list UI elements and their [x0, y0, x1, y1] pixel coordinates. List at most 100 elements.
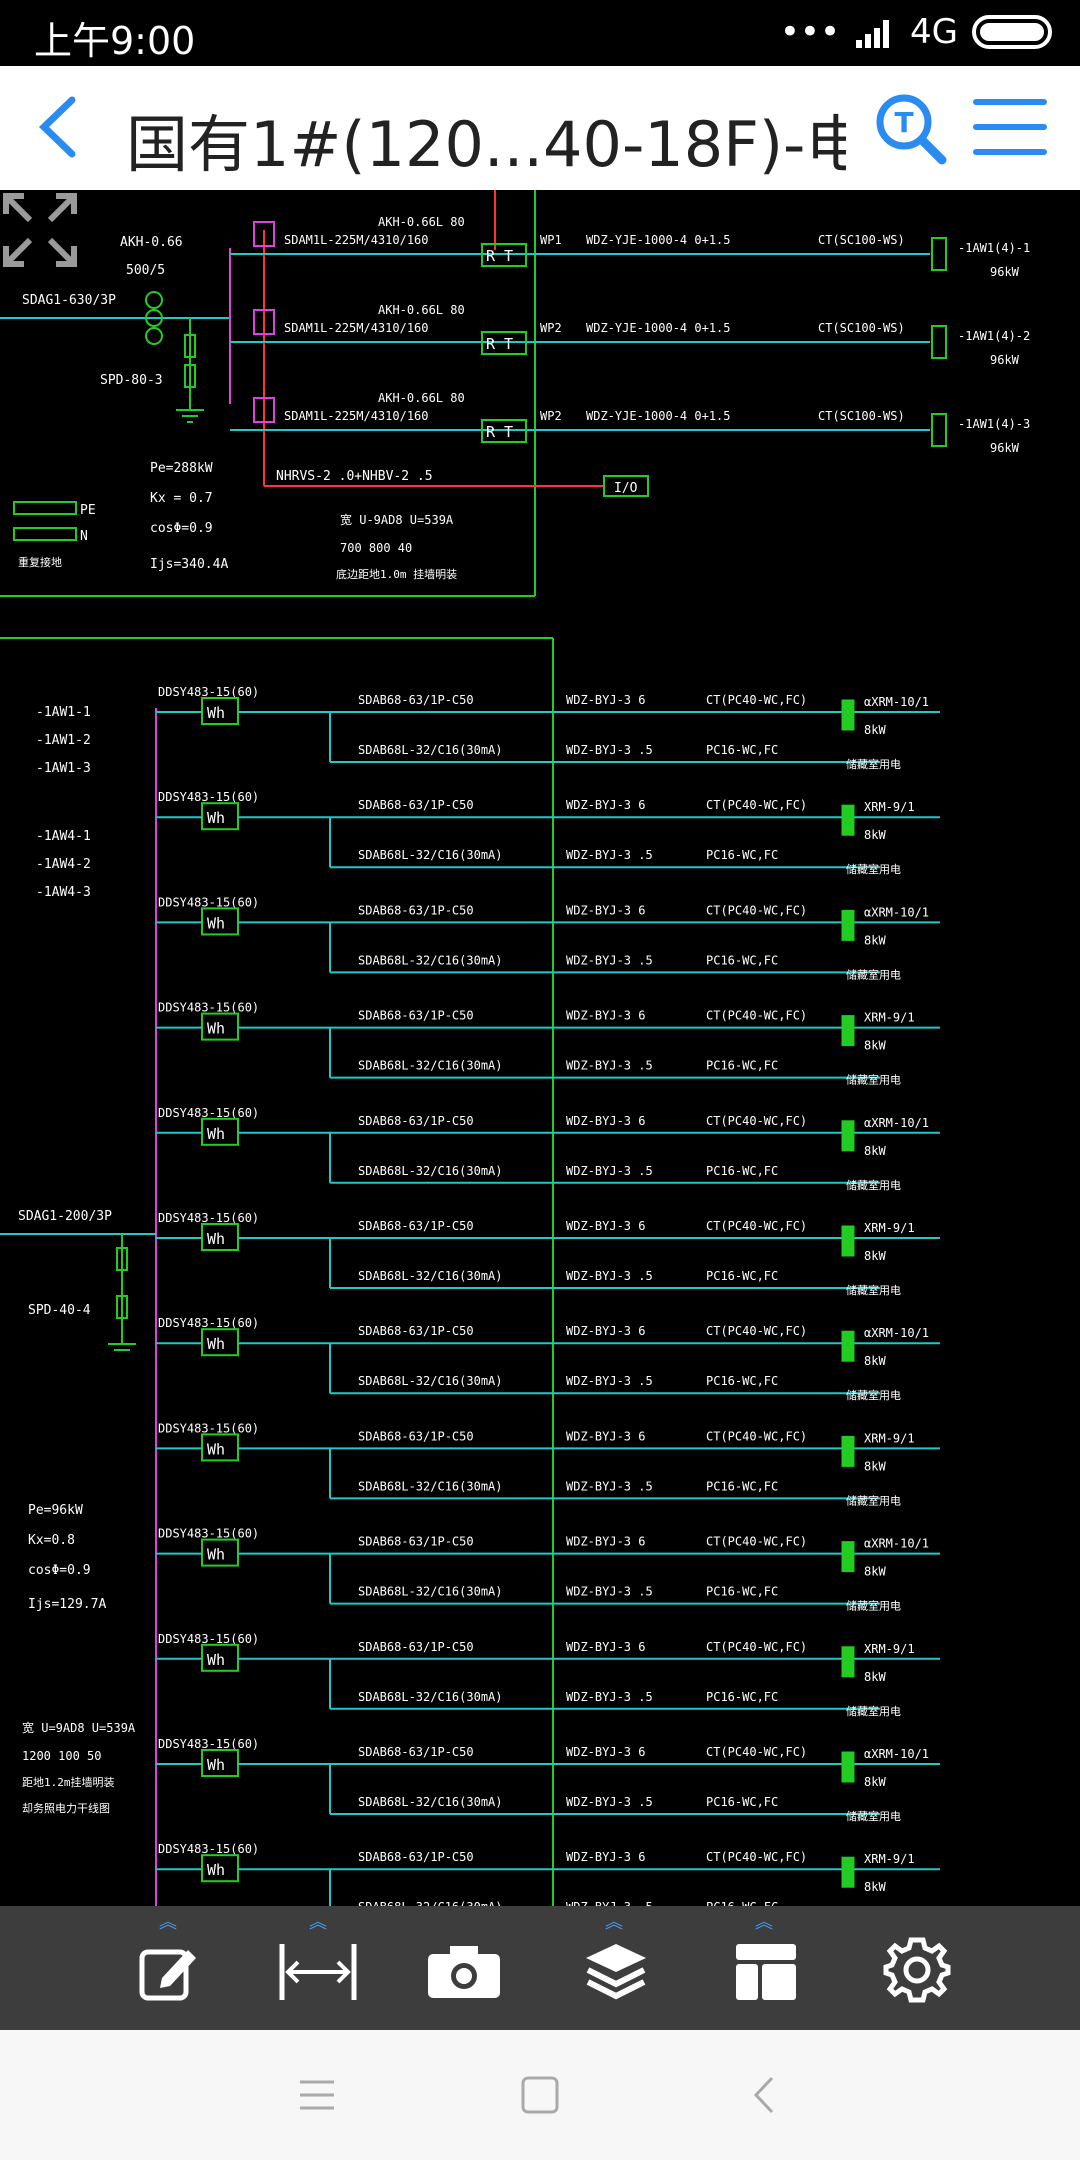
pipe-label: CT(PC40-WC,FC) [706, 798, 807, 812]
load-kw-label: 8kW [864, 1459, 886, 1473]
feeder-breaker-label: SDAM1L-225M/4310/160 [284, 409, 429, 423]
home-icon[interactable] [515, 2070, 565, 2120]
feeder-akh-label: AKH-0.66L 80 [378, 215, 465, 229]
load-label: XRM-9/1 [864, 1852, 915, 1866]
wh-label: Wh [207, 1440, 225, 1458]
load-label: αXRM-10/1 [864, 1747, 929, 1761]
recent-apps-icon[interactable] [292, 2070, 342, 2120]
wh-label: Wh [207, 1756, 225, 1774]
electrical-diagram: AKH-0.66 500/5 SDAG1-630/3P SPD-80-3 Pe=… [0, 190, 1030, 1906]
breaker-symbol [253, 397, 275, 423]
layers-tool[interactable]: ︽ [554, 1906, 674, 2030]
kx-sum-label: Kx = 0.7 [150, 491, 213, 506]
rt-box [481, 419, 527, 443]
feeder-wp-label: WP1 [540, 233, 562, 247]
drawing-canvas[interactable]: AKH-0.66 500/5 SDAG1-630/3P SPD-80-3 Pe=… [0, 190, 1080, 1906]
breaker-label: SDAB68-63/1P-C50 [358, 1850, 474, 1864]
search-icon[interactable]: T [872, 90, 948, 166]
breaker-label: SDAB68-63/1P-C50 [358, 903, 474, 917]
measure-icon [279, 1944, 357, 2000]
screenshot-tool[interactable] [404, 1906, 524, 2030]
signal-icon [856, 20, 890, 48]
load-terminal [841, 1751, 855, 1783]
io-label: I/O [614, 481, 638, 496]
load-kw-label: 8kW [864, 1144, 886, 1158]
battery-icon [972, 15, 1052, 49]
rcd-label: SDAB68L-32/C16(30mA) [358, 1690, 503, 1704]
socket-label: 储藏室用电 [846, 1073, 901, 1087]
socket-label: 储藏室用电 [846, 1809, 901, 1823]
edit-tool[interactable]: ︽ [108, 1906, 228, 2030]
sdag-main-label: SDAG1-630/3P [22, 293, 116, 308]
load-kw-label: 8kW [864, 933, 886, 947]
load-terminal [931, 413, 947, 447]
aw-5: -1AW4-2 [36, 857, 91, 872]
status-time: 上午9:00 [34, 19, 196, 63]
cable-label-2: WDZ-BYJ-3 .5 [566, 1900, 653, 1906]
aw-1: -1AW1-1 [36, 705, 91, 720]
meter-label: DDSY483-15(60) [158, 1527, 259, 1541]
feeder-ct-label: CT(SC100-WS) [818, 409, 905, 423]
pe-sub-label: Pe=96kW [28, 1503, 83, 1518]
cable-label-2: WDZ-BYJ-3 .5 [566, 1374, 653, 1388]
back-arrow-icon[interactable] [28, 92, 98, 162]
load-terminal [841, 1541, 855, 1573]
pipe-label: CT(PC40-WC,FC) [706, 1114, 807, 1128]
socket-label: 储藏室用电 [846, 1599, 901, 1613]
socket-label: 储藏室用电 [846, 1388, 901, 1402]
rcd-label: SDAB68L-32/C16(30mA) [358, 1164, 503, 1178]
breaker-label: SDAB68-63/1P-C50 [358, 1745, 474, 1759]
load-kw-label: 8kW [864, 1249, 886, 1263]
fullscreen-icon[interactable] [0, 190, 80, 270]
expand-up-icon: ︽ [309, 1912, 327, 1933]
pipe-label: CT(PC40-WC,FC) [706, 1850, 807, 1864]
load-terminal [841, 1015, 855, 1047]
cable-label: WDZ-BYJ-3 6 [566, 1114, 645, 1128]
menu-icon[interactable] [972, 92, 1048, 162]
spd-sub-label: SPD-40-4 [28, 1303, 91, 1318]
wh-label: Wh [207, 704, 225, 722]
ground-note: 重复接地 [18, 555, 62, 569]
feeder-breaker-label: SDAM1L-225M/4310/160 [284, 321, 429, 335]
pipe-label-2: PC16-WC,FC [706, 1164, 778, 1178]
load-terminal [841, 699, 855, 731]
breaker-label: SDAB68-63/1P-C50 [358, 1535, 474, 1549]
pipe-label: CT(PC40-WC,FC) [706, 1219, 807, 1233]
cable-label: WDZ-BYJ-3 6 [566, 1745, 645, 1759]
ijs-sub-label: Ijs=129.7A [28, 1597, 106, 1612]
load-terminal [841, 804, 855, 836]
expand-up-icon: ︽ [755, 1912, 773, 1933]
pipe-label-2: PC16-WC,FC [706, 1269, 778, 1283]
cable-label: WDZ-BYJ-3 6 [566, 1640, 645, 1654]
meter-label: DDSY483-15(60) [158, 790, 259, 804]
rt-label: R T [486, 247, 513, 265]
aw-6: -1AW4-3 [36, 885, 91, 900]
box-spec-2: 700 800 40 [340, 541, 412, 555]
layout-tool[interactable]: ︽ [704, 1906, 824, 2030]
feeder-load-label: -1AW1(4)-2 [958, 329, 1030, 343]
nhrvs-label: NHRVS-2 .0+NHBV-2 .5 [276, 469, 433, 484]
status-bar: 上午9:00 ••• 4G [0, 0, 1080, 66]
back-nav-icon[interactable] [740, 2070, 790, 2120]
rt-box [481, 331, 527, 355]
layout-icon [736, 1944, 796, 2000]
status-icons: ••• 4G [780, 12, 1052, 52]
socket-label: 储藏室用电 [846, 1283, 901, 1297]
rcd-label: SDAB68L-32/C16(30mA) [358, 1479, 503, 1493]
measure-tool[interactable]: ︽ [258, 1906, 378, 2030]
pipe-label: CT(PC40-WC,FC) [706, 1640, 807, 1654]
settings-tool[interactable] [852, 1906, 972, 2030]
cable-label-2: WDZ-BYJ-3 .5 [566, 848, 653, 862]
pipe-label-2: PC16-WC,FC [706, 1690, 778, 1704]
load-label: αXRM-10/1 [864, 905, 929, 919]
pipe-label: CT(PC40-WC,FC) [706, 1324, 807, 1338]
load-terminal [841, 1856, 855, 1888]
expand-up-icon: ︽ [159, 1912, 177, 1933]
wh-label: Wh [207, 1125, 225, 1143]
feeder-akh-label: AKH-0.66L 80 [378, 391, 465, 405]
rcd-label: SDAB68L-32/C16(30mA) [358, 743, 503, 757]
meter-label: DDSY483-15(60) [158, 1316, 259, 1330]
more-dots-icon: ••• [779, 12, 841, 52]
pipe-label: CT(PC40-WC,FC) [706, 1429, 807, 1443]
cos-sub-label: cosΦ=0.9 [28, 1563, 91, 1578]
